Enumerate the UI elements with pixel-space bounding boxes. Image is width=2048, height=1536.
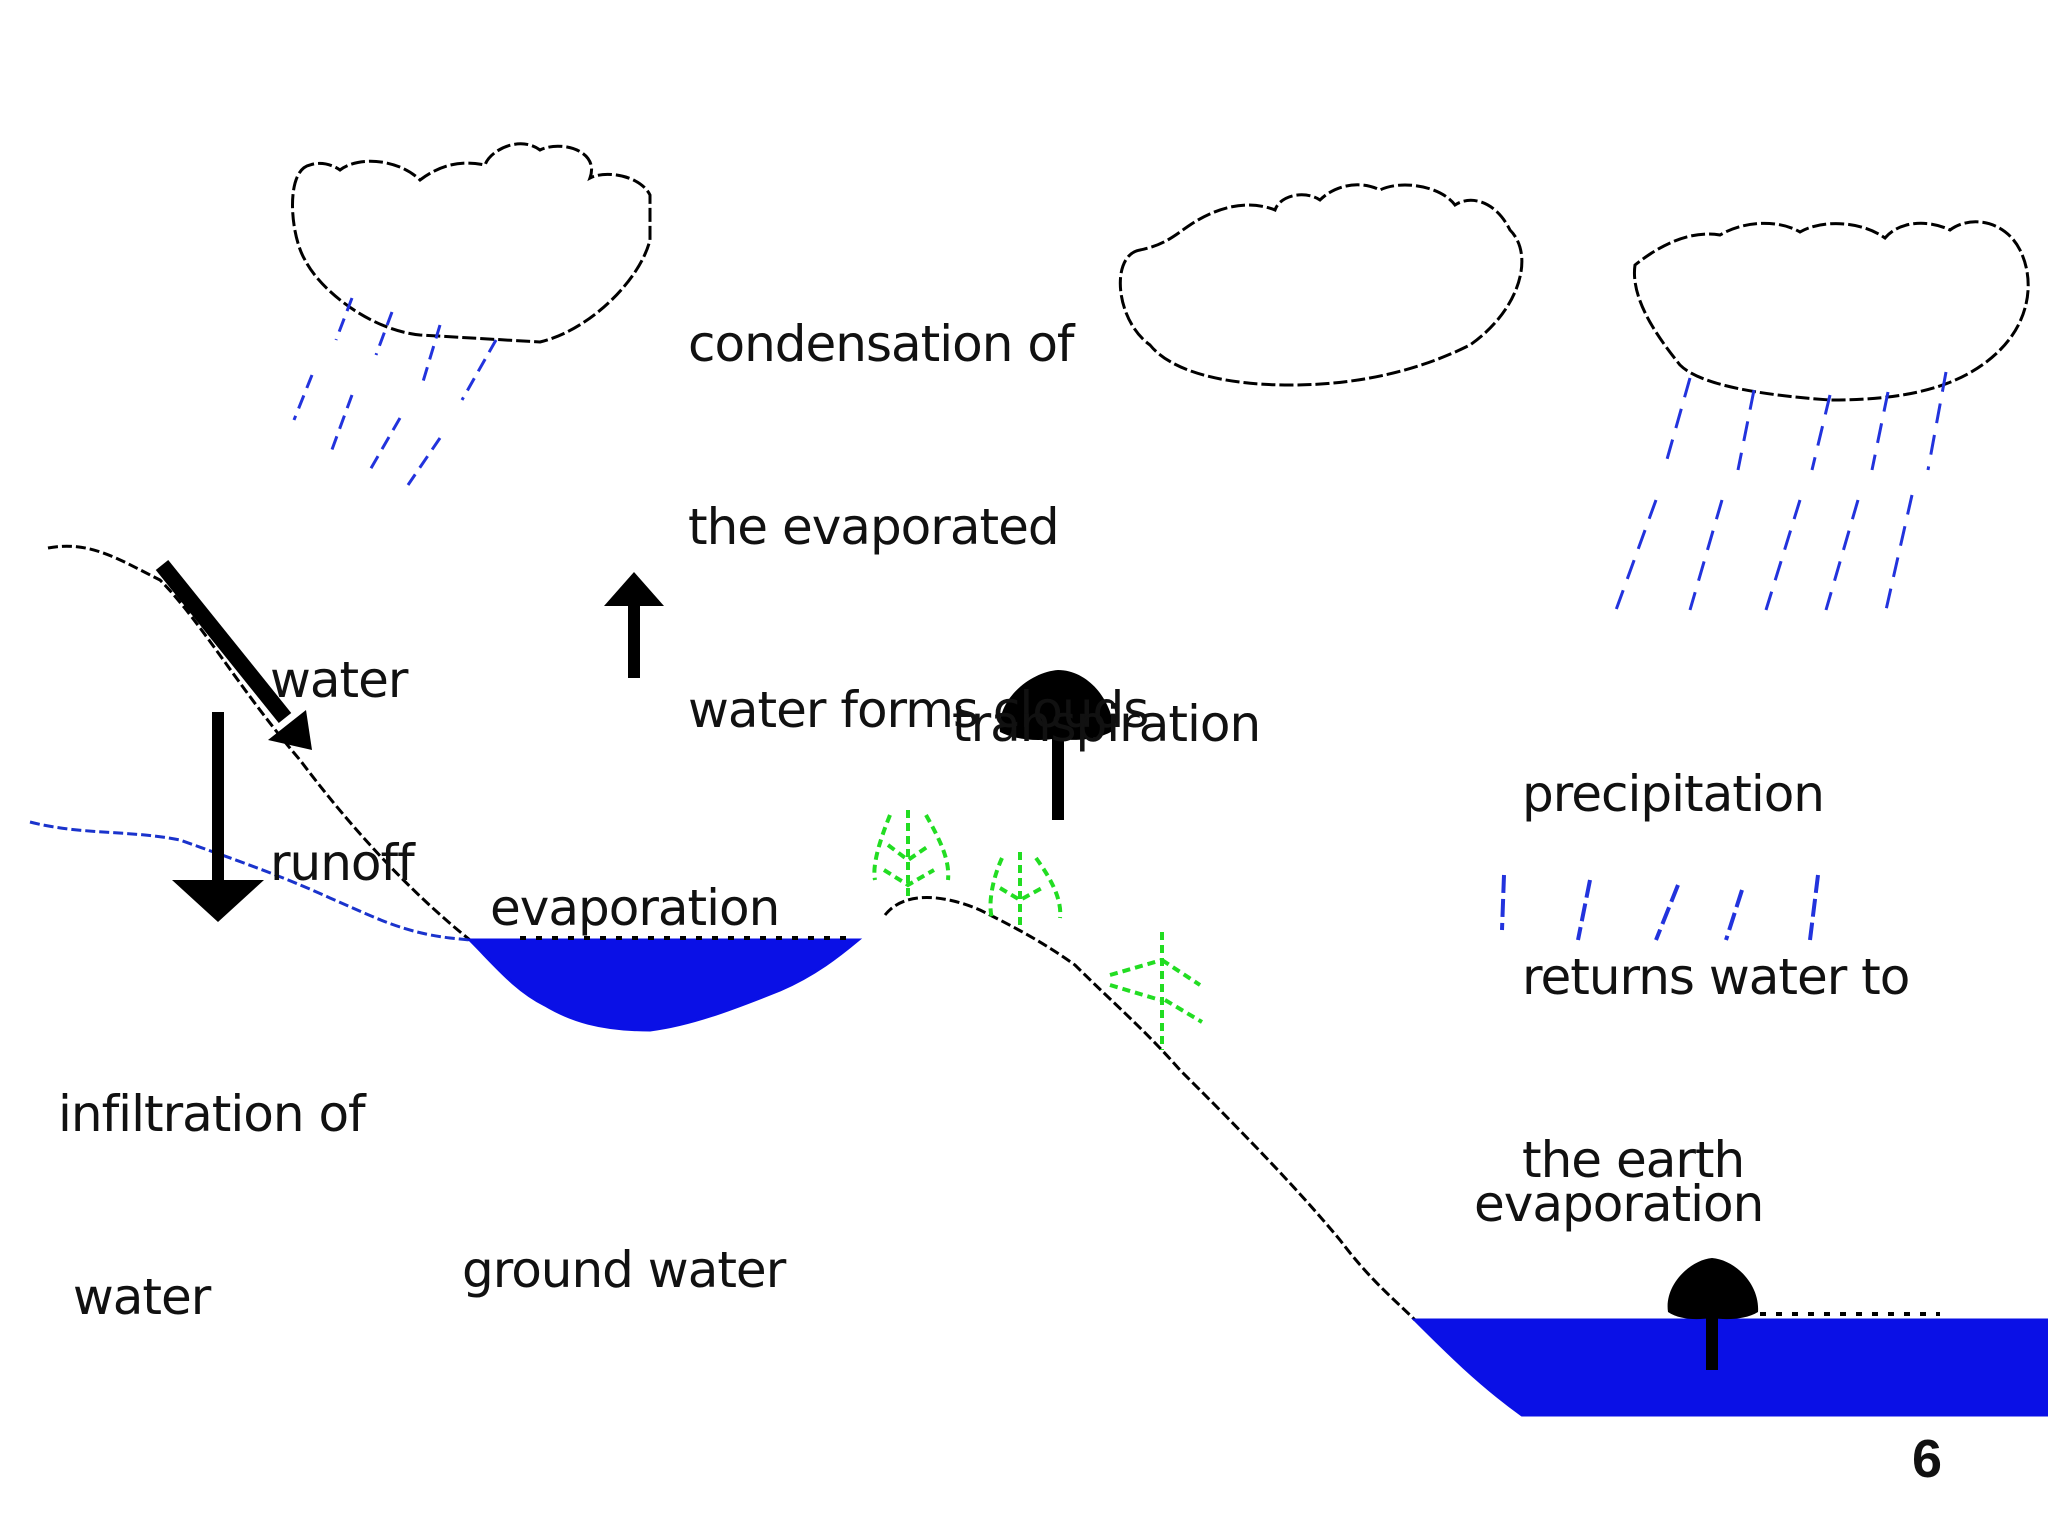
transpiration-label: transpiration [952,572,1261,816]
evaporation-left-text: evaporation [490,879,780,937]
precipitation-line-1: precipitation [1522,765,1825,823]
ground-water-text: ground water [462,1241,786,1299]
evaporation-arrow-right [1667,1258,1759,1370]
infiltration-label: infiltration of water [58,962,366,1389]
groundwater-line [29,820,471,942]
rain-left [292,297,498,486]
condensation-label: condensation of the evaporated water for… [688,192,1149,802]
precipitation-line-2: returns water to [1522,948,1910,1006]
runoff-line-1: water [270,651,408,709]
precipitation-label: precipitation returns water to the earth [1522,642,1910,1252]
rain-lower-right [1500,874,1820,941]
runoff-line-2: runoff [270,834,415,892]
tree-2 [988,852,1063,925]
hill-left-outline [47,544,471,942]
cloud-right [1632,220,2030,402]
evaporation-right-text: evaporation [1474,1175,1764,1233]
rain-right [1614,371,1948,611]
evaporation-left-label: evaporation [490,756,780,1000]
evaporation-arrow [604,572,664,678]
transpiration-text: transpiration [952,695,1261,753]
tree-3 [1109,932,1204,1050]
infiltration-line-2: water [58,1268,211,1326]
lake-left[interactable] [466,938,863,1032]
infiltration-arrow [172,712,264,922]
runoff-label: water runoff [270,528,415,955]
lake-right[interactable] [1411,1318,2048,1417]
infiltration-line-1: infiltration of [58,1085,366,1143]
terrain-middle [883,896,1417,1322]
precipitation-line-3: the earth [1522,1131,1745,1189]
runoff-arrow [155,559,312,750]
slide-number: 6 [1912,1429,1943,1489]
condensation-line-3: water forms clouds [688,681,1149,739]
transpiration-arrow [999,670,1114,820]
cloud-middle [1118,183,1524,387]
cloud-left [291,142,652,344]
tree-1 [872,810,951,900]
evaporation-right-label: evaporation [1474,1052,1764,1296]
condensation-line-1: condensation of [688,315,1075,373]
ground-water-label: ground water [462,1118,786,1362]
condensation-line-2: the evaporated [688,498,1060,556]
